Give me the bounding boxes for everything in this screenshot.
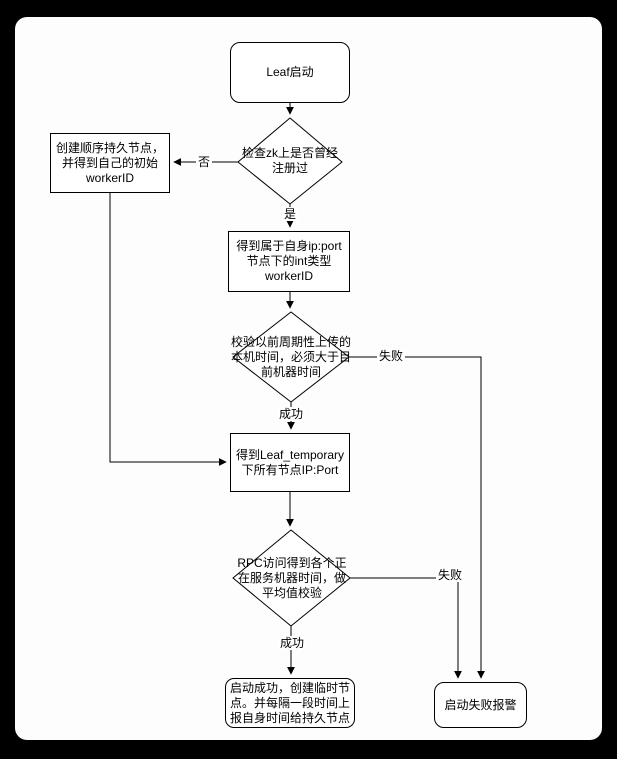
decision-check-registered-label: 检查zk上是否曾经 注册过: [241, 146, 338, 175]
startup-fail-alarm-node: 启动失败报警: [434, 682, 527, 728]
edge-label-no: 否: [196, 155, 213, 169]
decision-rpc-average-check-label: RPC访问得到各个正 在服务机器时间，做 平均值校验: [237, 556, 347, 600]
decision-verify-local-time-label: 校验以前周期性上传的 本机时间，必须大于目 前机器时间: [230, 335, 351, 379]
edge-label-fail-2: 失败: [436, 568, 465, 582]
edge-rpc-fail-to-alarm: [350, 577, 462, 679]
edge-label-yes: 是: [282, 207, 299, 221]
get-workerid-node: 得到属于自身ip:port 节点下的int类型 workerID: [228, 231, 350, 292]
edge-create-to-temporary: [109, 193, 227, 466]
decision-check-registered: [237, 117, 343, 205]
get-temporary-nodes-node: 得到Leaf_temporary 下所有节点IP:Port: [230, 433, 350, 492]
edge-verify-fail-to-alarm: [349, 356, 485, 679]
create-persistent-node: 创建顺序持久节点， 并得到自己的初始 workerID: [50, 133, 170, 193]
decision-verify-local-time: [232, 311, 350, 403]
startup-success-node: 启动成功，创建临时节 点。并每隔一段时间上 报自身时间给持久节点: [225, 678, 355, 728]
startup-fail-alarm-label: 启动失败报警: [444, 697, 517, 712]
decision-rpc-average-check: [232, 529, 351, 627]
edge-label-success-2: 成功: [278, 636, 307, 650]
edge-label-success-1: 成功: [277, 407, 306, 421]
start-node: Leaf启动: [230, 42, 350, 103]
get-temporary-nodes-label: 得到Leaf_temporary 下所有节点IP:Port: [235, 447, 345, 477]
get-workerid-node-label: 得到属于自身ip:port 节点下的int类型 workerID: [236, 239, 342, 283]
start-node-label: Leaf启动: [266, 65, 314, 79]
edge-label-fail-1: 失败: [377, 349, 406, 363]
create-persistent-node-label: 创建顺序持久节点， 并得到自己的初始 workerID: [55, 140, 164, 185]
startup-success-label: 启动成功，创建临时节 点。并每隔一段时间上 报自身时间给持久节点: [229, 680, 350, 725]
